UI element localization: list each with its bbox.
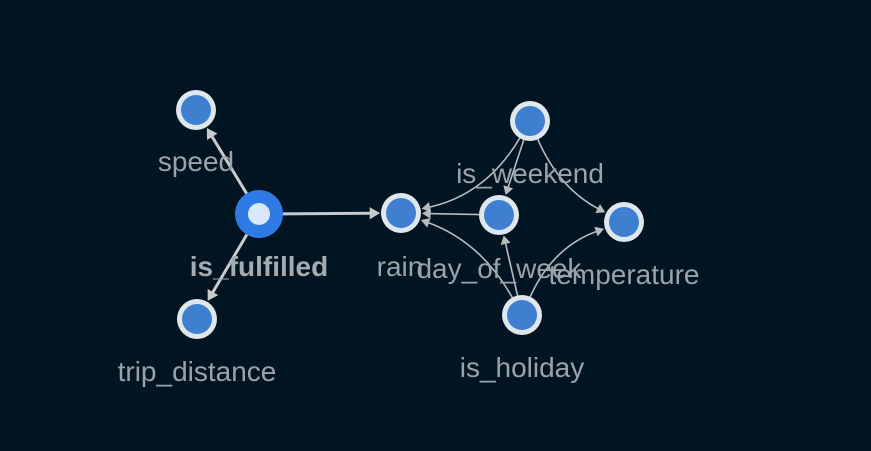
node-trip-distance[interactable] bbox=[177, 299, 217, 339]
node-label-trip-distance: trip_distance bbox=[118, 356, 277, 387]
arrowhead-icon bbox=[421, 202, 432, 213]
node-label-temperature: temperature bbox=[549, 259, 700, 290]
node-is-weekend[interactable] bbox=[510, 101, 550, 141]
arrowhead-icon bbox=[421, 208, 431, 219]
node-speed[interactable] bbox=[176, 90, 216, 130]
node-day-of-week[interactable] bbox=[479, 195, 519, 235]
edge-is_fulfilled-to-trip_distance[interactable] bbox=[207, 231, 250, 301]
labels-layer: speed is_fulfilled trip_distance rain is_wee… bbox=[118, 146, 700, 387]
edge-is_weekend-to-rain[interactable] bbox=[421, 136, 522, 213]
nodes-layer bbox=[176, 90, 644, 339]
edge-is_holiday-to-day_of_week[interactable] bbox=[500, 235, 519, 298]
node-label-speed: speed bbox=[158, 146, 234, 177]
arrowhead-icon bbox=[500, 235, 511, 245]
arrowhead-icon bbox=[594, 226, 605, 237]
node-label-is-weekend: is_weekend bbox=[456, 158, 604, 189]
node-rain[interactable] bbox=[381, 193, 421, 233]
edge-is_fulfilled-to-speed[interactable] bbox=[206, 127, 250, 197]
edge-is_weekend-to-day_of_week[interactable] bbox=[503, 138, 525, 196]
arrowhead-icon bbox=[420, 218, 431, 228]
arrowhead-icon bbox=[503, 185, 514, 196]
node-is-fulfilled[interactable] bbox=[235, 190, 283, 238]
node-label-is-holiday: is_holiday bbox=[460, 352, 585, 383]
edge-is_holiday-to-temperature[interactable] bbox=[528, 226, 605, 299]
edge-is_fulfilled-to-rain[interactable] bbox=[279, 207, 381, 220]
edge-day_of_week-to-rain[interactable] bbox=[421, 208, 481, 219]
node-label-is-fulfilled: is_fulfilled bbox=[190, 251, 328, 282]
arrowhead-icon bbox=[206, 127, 218, 140]
edge-is_holiday-to-rain[interactable] bbox=[420, 218, 514, 300]
node-is-holiday[interactable] bbox=[502, 295, 542, 335]
edge-is_weekend-to-temperature[interactable] bbox=[536, 137, 606, 214]
node-temperature[interactable] bbox=[604, 202, 644, 242]
arrowhead-icon bbox=[207, 288, 219, 301]
node-label-day-of-week: day_of_week bbox=[416, 253, 582, 284]
arrowhead-icon bbox=[369, 207, 381, 220]
arrowhead-icon bbox=[595, 203, 606, 214]
node-label-rain: rain bbox=[377, 251, 424, 282]
edges-layer bbox=[206, 127, 606, 301]
